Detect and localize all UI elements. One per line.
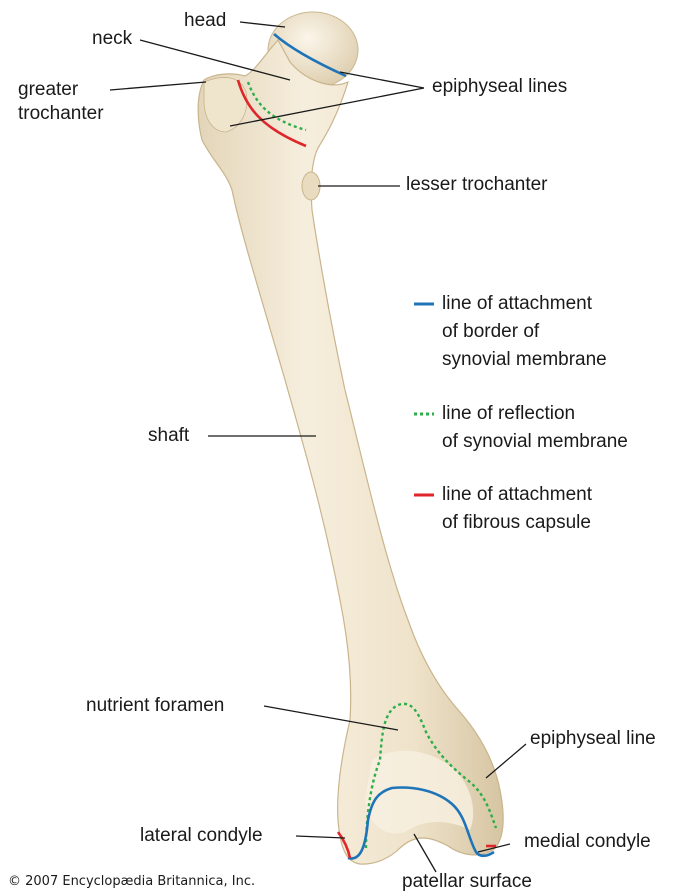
label-epiphyseal-line: epiphyseal line xyxy=(530,728,656,750)
legend-text-synovial-border: line of attachment of border of synovial… xyxy=(442,290,607,374)
copyright-notice: © 2007 Encyclopædia Britannica, Inc. xyxy=(8,874,255,889)
label-patellar-surface: patellar surface xyxy=(402,871,532,893)
label-epiphyseal-lines: epiphyseal lines xyxy=(432,76,567,98)
label-lateral-condyle: lateral condyle xyxy=(140,825,263,847)
legend-swatches xyxy=(414,304,434,495)
leader-greater-trochanter xyxy=(110,82,206,90)
label-lesser-trochanter: lesser trochanter xyxy=(406,174,548,196)
label-greater-trochanter: greater trochanter xyxy=(18,78,104,126)
label-head: head xyxy=(184,10,226,32)
label-medial-condyle: medial condyle xyxy=(524,831,651,853)
lesser-trochanter-bump xyxy=(302,172,320,200)
label-shaft: shaft xyxy=(148,425,189,447)
leader-lateral-condyle xyxy=(296,836,345,838)
label-neck: neck xyxy=(92,28,132,50)
legend-text-fibrous-capsule: line of attachment of fibrous capsule xyxy=(442,481,592,537)
leader-epiphyseal-upper xyxy=(340,72,424,88)
leader-epiphyseal-line xyxy=(486,744,526,778)
leader-head xyxy=(240,22,285,27)
legend-text-synovial-reflection: line of reflection of synovial membrane xyxy=(442,400,628,456)
label-nutrient-foramen: nutrient foramen xyxy=(86,695,224,717)
